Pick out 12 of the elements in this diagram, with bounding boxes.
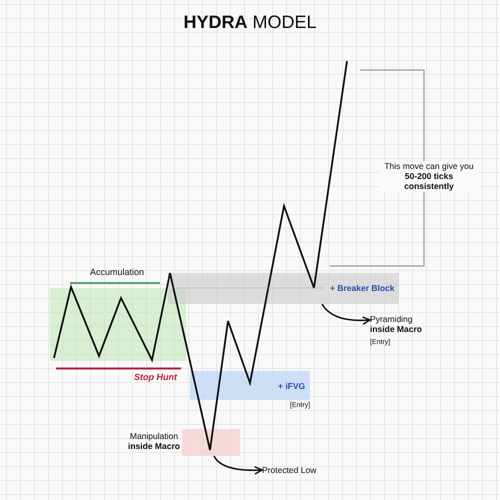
callout-text: Protected Low [262, 465, 316, 476]
stop-hunt-label: Stop Hunt [134, 372, 177, 383]
curved-arrow [213, 456, 263, 475]
title: HYDRA MODEL [184, 12, 317, 34]
bracket-note: This move can give you 50-200 ticks consistently [379, 161, 479, 192]
breaker-block-zone [168, 273, 399, 304]
zone-label: + Breaker Block [330, 283, 394, 294]
zone-heading: Accumulation [90, 267, 144, 278]
callout-text: Manipulation inside Macro [128, 431, 180, 452]
curved-arrow [321, 304, 371, 325]
callout-text: Pyramiding inside Macro [370, 314, 422, 334]
zone-label: + iFVG [278, 381, 306, 392]
